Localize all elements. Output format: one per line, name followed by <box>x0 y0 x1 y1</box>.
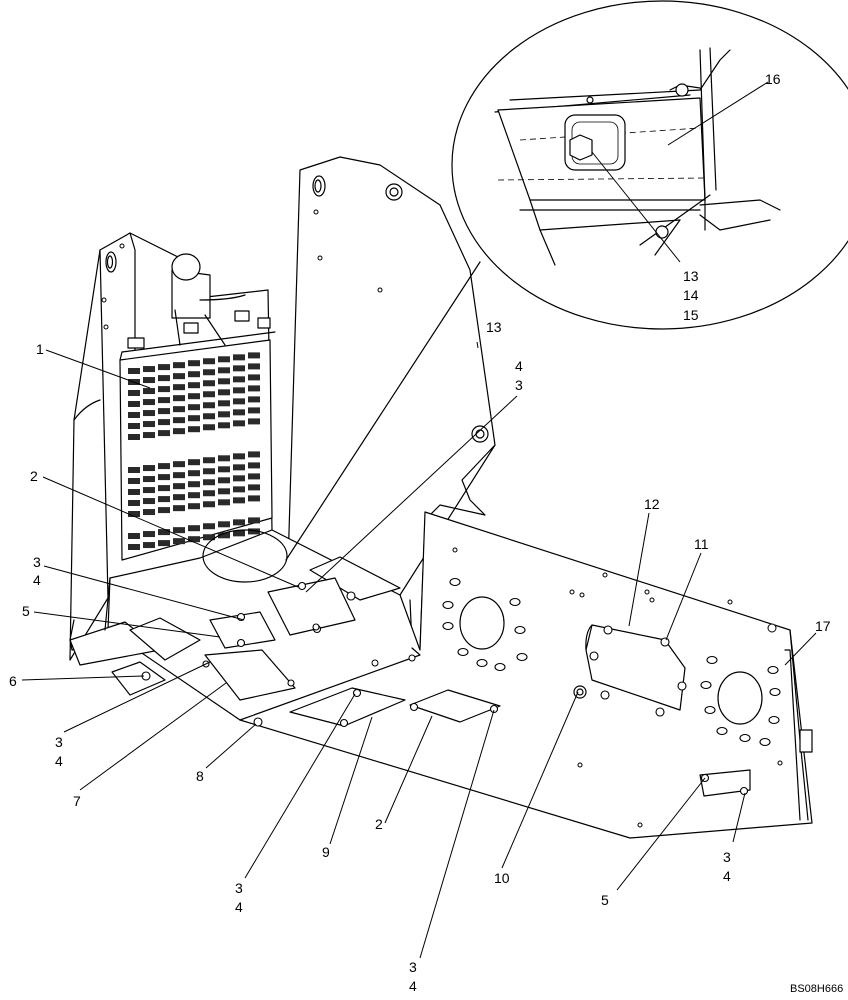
side-panel <box>271 156 496 651</box>
figure-code: BS08H666 <box>790 983 843 995</box>
callout-2: 2 <box>30 468 38 484</box>
callout-12: 12 <box>644 496 660 512</box>
callout-8: 8 <box>196 768 204 784</box>
callout-4: 4 <box>33 572 41 588</box>
callout-3: 3 <box>515 377 523 393</box>
left-pedal-opening <box>442 577 528 672</box>
mounting-studs <box>700 655 781 747</box>
cover-plate-2 <box>409 689 501 723</box>
callout-4: 4 <box>55 753 63 769</box>
callout-11: 11 <box>694 536 709 552</box>
callout-15: 15 <box>683 307 699 323</box>
detail-link-line <box>285 261 481 561</box>
cover-plate-5 <box>699 769 751 797</box>
callout-7: 7 <box>73 793 81 809</box>
callout-9: 9 <box>322 844 330 860</box>
callout-13: 13 <box>683 268 699 284</box>
leader-lines <box>21 81 817 959</box>
callout-5: 5 <box>22 603 30 619</box>
grille-vents <box>128 352 260 550</box>
callout-3: 3 <box>409 959 417 975</box>
callout-1: 1 <box>36 341 44 357</box>
detail-view <box>451 0 848 330</box>
callout-4: 4 <box>409 978 417 994</box>
callout-5: 5 <box>601 892 609 908</box>
right-pedal-opening <box>700 655 781 747</box>
callout-4: 4 <box>515 358 523 374</box>
exhaust-pipe <box>171 253 246 346</box>
callout-16: 16 <box>765 71 781 87</box>
mounting-studs <box>442 577 528 672</box>
callout-3: 3 <box>235 880 243 896</box>
bolt <box>312 623 320 631</box>
callout-14: 14 <box>683 287 699 303</box>
callout-3: 3 <box>33 554 41 570</box>
callout-17: 17 <box>815 618 831 634</box>
callout-labels: 1 2 3 4 5 6 3 4 7 8 3 4 9 2 3 4 10 5 3 4… <box>9 71 831 994</box>
callout-3: 3 <box>723 849 731 865</box>
bolt <box>346 591 356 601</box>
detail-reference-circle <box>202 529 288 583</box>
plug-center <box>576 688 584 696</box>
callout-6: 6 <box>9 673 17 689</box>
callout-10: 10 <box>494 870 510 886</box>
cover-plate-b <box>209 611 276 649</box>
callout-4: 4 <box>235 899 243 915</box>
callout-2: 2 <box>375 816 383 832</box>
cover-plate-c <box>202 649 296 701</box>
callout-4: 4 <box>723 868 731 884</box>
callout-3: 3 <box>55 734 63 750</box>
grille-panel <box>119 310 276 561</box>
access-cover-plate <box>585 624 687 717</box>
callout-13: 13 <box>486 319 502 335</box>
